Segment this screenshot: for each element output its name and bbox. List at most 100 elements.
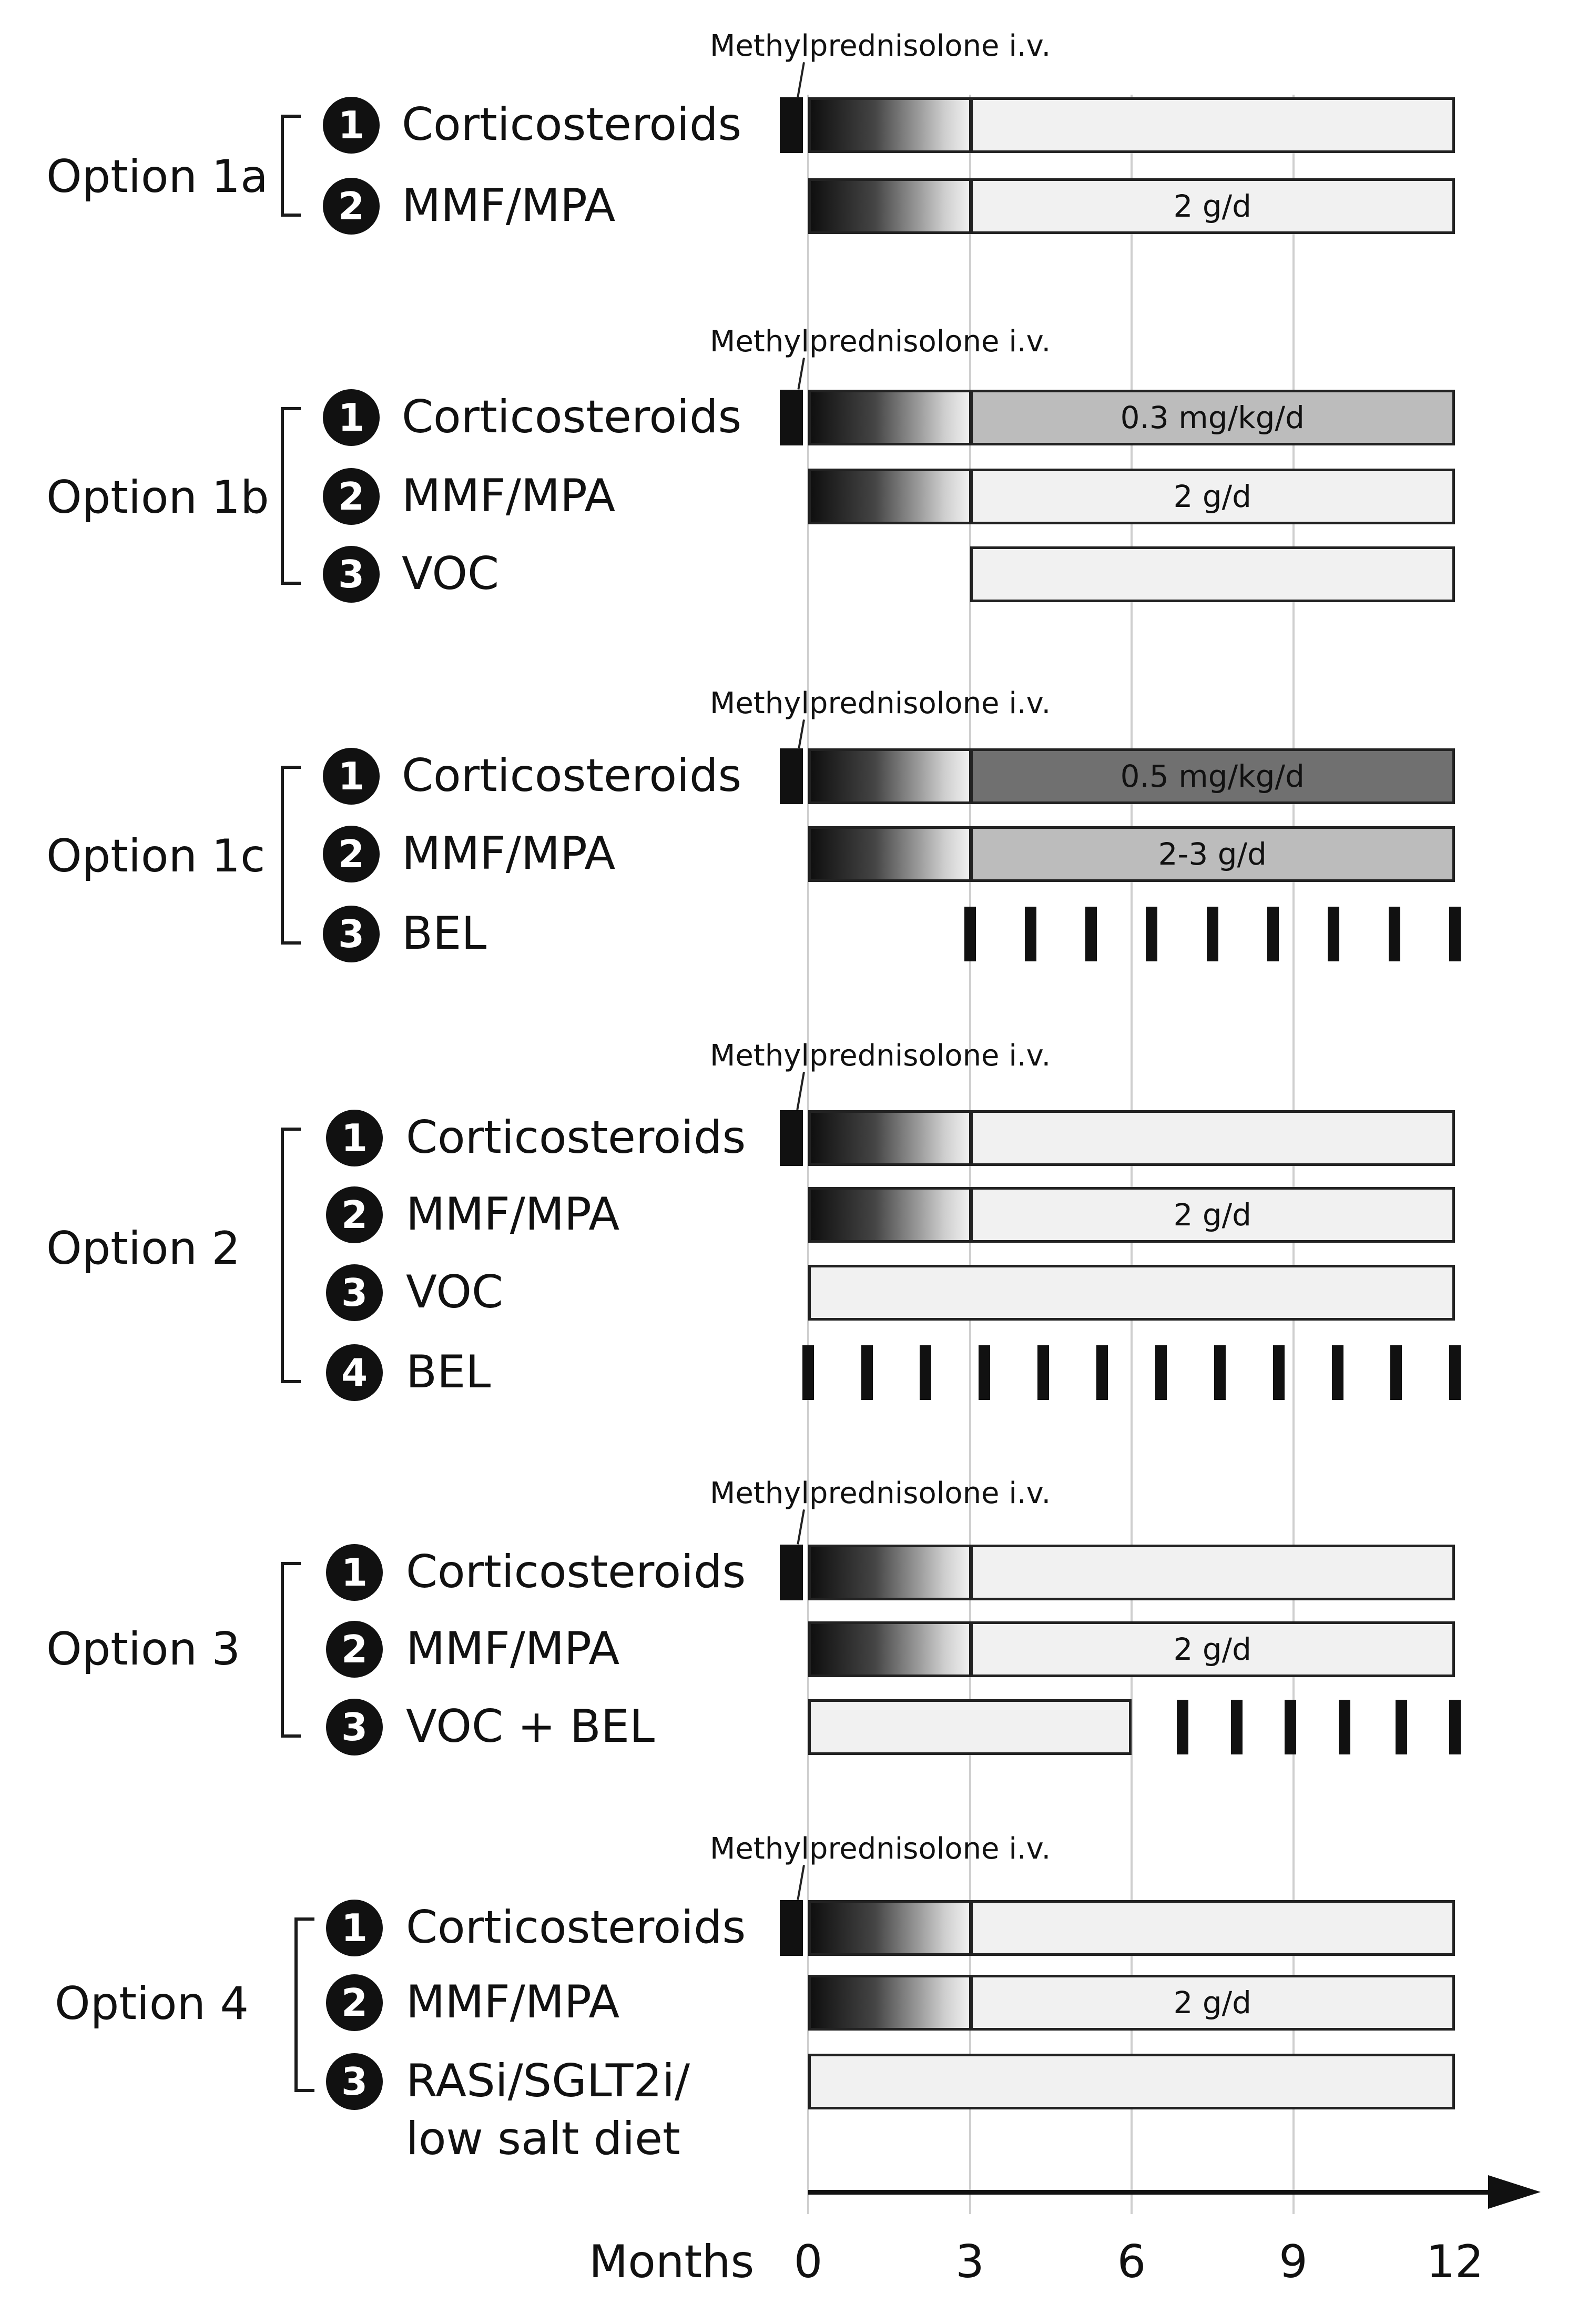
- dose-bar: 0.3 mg/kg/d: [970, 390, 1455, 445]
- time-axis-arrowhead: [1488, 2175, 1541, 2209]
- option-bracket: [281, 115, 301, 217]
- bel-dose-mark: [1328, 907, 1340, 961]
- bel-dose-mark: [1214, 1345, 1226, 1400]
- bel-dose-mark: [802, 1345, 814, 1400]
- drug-name: BEL: [406, 1346, 491, 1398]
- axis-title-months: Months: [589, 2236, 755, 2288]
- row-number-badge: 3: [326, 1699, 383, 1755]
- drug-name: Corticosteroids: [402, 391, 742, 443]
- option-label: Option 3: [46, 1623, 241, 1676]
- methylprednisolone-leader-line: [796, 1072, 805, 1110]
- row-number-badge: 1: [326, 1110, 383, 1166]
- methylprednisolone-pulse: [780, 1545, 803, 1600]
- drug-name: MMF/MPA: [406, 1188, 620, 1241]
- taper-segment: [808, 748, 972, 804]
- axis-tick-label: 6: [1117, 2236, 1146, 2288]
- row-number-badge: 4: [326, 1344, 383, 1401]
- methylprednisolone-pulse: [780, 97, 803, 153]
- bel-dose-mark: [1388, 907, 1400, 961]
- row-number-badge: 2: [326, 1974, 383, 2031]
- row-number-badge: 1: [323, 389, 380, 446]
- dose-bar: 2 g/d: [970, 178, 1455, 234]
- drug-name: Corticosteroids: [406, 1111, 746, 1164]
- taper-segment: [808, 469, 972, 524]
- methylprednisolone-leader-line: [797, 1509, 805, 1545]
- dose-bar: 2-3 g/d: [970, 826, 1455, 882]
- bel-dose-mark: [1449, 1345, 1461, 1400]
- taper-segment: [808, 178, 972, 234]
- methylprednisolone-pulse: [780, 1900, 803, 1956]
- bel-dose-mark: [1449, 907, 1461, 961]
- taper-segment: [808, 1621, 972, 1677]
- bel-dose-mark: [1272, 1345, 1285, 1400]
- drug-name: BEL: [402, 907, 487, 960]
- taper-segment: [808, 826, 972, 882]
- bel-dose-mark: [1024, 907, 1036, 961]
- drug-name: VOC: [406, 1266, 504, 1318]
- bel-dose-mark: [1267, 907, 1279, 961]
- taper-segment: [808, 1110, 972, 1166]
- row-number-badge: 1: [326, 1544, 383, 1601]
- row-number-badge: 2: [323, 826, 380, 882]
- bel-dose-mark: [1146, 907, 1158, 961]
- methylprednisolone-leader-line: [797, 1865, 805, 1900]
- methylprednisolone-label: Methylprednisolone i.v.: [710, 1832, 1051, 1866]
- taper-segment: [808, 390, 972, 445]
- row-number-badge: 2: [326, 1621, 383, 1678]
- option-label: Option 1b: [46, 471, 269, 524]
- row-number-badge: 3: [323, 546, 380, 603]
- option-bracket: [281, 407, 301, 585]
- bel-dose-mark: [1096, 1345, 1108, 1400]
- time-axis: [808, 2190, 1488, 2195]
- row-number-badge: 3: [326, 2053, 383, 2110]
- option-label: Option 2: [46, 1222, 241, 1275]
- dose-bar: [970, 97, 1455, 153]
- taper-segment: [808, 1545, 972, 1600]
- dose-bar: [970, 1900, 1455, 1956]
- bel-dose-mark: [1390, 1345, 1402, 1400]
- dose-bar: [970, 1545, 1455, 1600]
- bel-dose-mark: [964, 907, 976, 961]
- bel-dose-mark: [979, 1345, 991, 1400]
- option-bracket: [281, 1128, 301, 1383]
- dose-bar: [970, 546, 1455, 602]
- methylprednisolone-label: Methylprednisolone i.v.: [710, 324, 1051, 359]
- methylprednisolone-label: Methylprednisolone i.v.: [710, 1039, 1051, 1073]
- drug-name: MMF/MPA: [402, 470, 616, 522]
- drug-name: Corticosteroids: [406, 1901, 746, 1954]
- row-number-badge: 2: [323, 468, 380, 525]
- drug-name: RASi/SGLT2i/: [406, 2055, 690, 2107]
- taper-segment: [808, 1975, 972, 2031]
- bel-dose-mark: [1285, 1700, 1297, 1754]
- methylprednisolone-label: Methylprednisolone i.v.: [710, 686, 1051, 720]
- axis-tick-label: 0: [793, 2236, 823, 2288]
- option-label: Option 1c: [46, 830, 266, 882]
- methylprednisolone-label: Methylprednisolone i.v.: [710, 29, 1051, 63]
- drug-name: MMF/MPA: [402, 827, 616, 880]
- methylprednisolone-label: Methylprednisolone i.v.: [710, 1476, 1051, 1510]
- dose-bar: 0.5 mg/kg/d: [970, 748, 1455, 804]
- bel-dose-mark: [920, 1345, 932, 1400]
- bel-dose-mark: [1037, 1345, 1049, 1400]
- option-label: Option 1a: [46, 150, 268, 203]
- dose-bar: [970, 1110, 1455, 1166]
- taper-segment: [808, 1187, 972, 1243]
- methylprednisolone-leader-line: [798, 719, 805, 748]
- methylprednisolone-leader-line: [797, 358, 805, 390]
- drug-name: Corticosteroids: [402, 749, 742, 802]
- methylprednisolone-pulse: [780, 1110, 803, 1166]
- dose-bar: [808, 1699, 1132, 1755]
- row-number-badge: 1: [323, 748, 380, 805]
- option-bracket: [294, 1917, 314, 2092]
- row-number-badge: 1: [326, 1900, 383, 1956]
- bel-dose-mark: [1230, 1700, 1243, 1754]
- methylprednisolone-pulse: [780, 748, 803, 804]
- drug-name: Corticosteroids: [402, 98, 742, 151]
- dose-bar: 2 g/d: [970, 1621, 1455, 1677]
- methylprednisolone-pulse: [780, 390, 803, 445]
- drug-name: Corticosteroids: [406, 1546, 746, 1598]
- row-number-badge: 3: [326, 1264, 383, 1321]
- taper-segment: [808, 1900, 972, 1956]
- dose-bar: 2 g/d: [970, 1975, 1455, 2031]
